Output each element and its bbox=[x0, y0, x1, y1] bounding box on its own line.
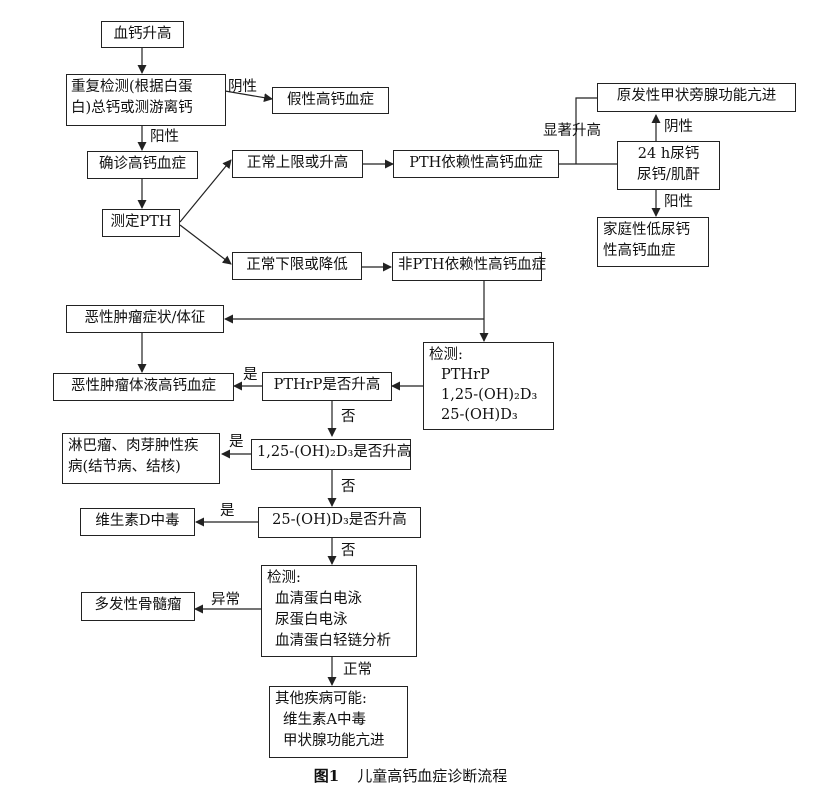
edge-label-yes: 是 bbox=[243, 367, 258, 383]
node-label: 测定PTH bbox=[110, 214, 172, 230]
node-label-line: 病(结节病、结核) bbox=[68, 459, 181, 475]
node-label-line: 血清蛋白电泳 bbox=[275, 591, 362, 607]
node-label: 非PTH依赖性高钙血症 bbox=[398, 257, 547, 273]
node-tests-2: 检测: 血清蛋白电泳 尿蛋白电泳 血清蛋白轻链分析 bbox=[261, 565, 417, 657]
node-label-line: PTHrP bbox=[441, 367, 490, 383]
node-label-line: 重复检测(根据白蛋 bbox=[71, 79, 193, 95]
node-label-line: 1,25-(OH)₂D₃ bbox=[441, 387, 538, 403]
node-pth-dependent: PTH依赖性高钙血症 bbox=[393, 150, 559, 178]
edge-label-abnormal: 异常 bbox=[211, 592, 240, 608]
node-pthrp-elevated: PTHrP是否升高 bbox=[262, 372, 392, 401]
node-label: 维生素D中毒 bbox=[95, 513, 180, 529]
node-label: 正常上限或升高 bbox=[246, 155, 349, 171]
edge-label-negative: 阴性 bbox=[228, 79, 257, 95]
node-primary-hyperparathyroidism: 原发性甲状旁腺功能亢进 bbox=[597, 83, 796, 112]
node-other-diseases: 其他疾病可能: 维生素A中毒 甲状腺功能亢进 bbox=[269, 686, 408, 758]
node-familial-hypocalciuric: 家庭性低尿钙 性高钙血症 bbox=[597, 217, 709, 267]
node-pseudo-hypercalcemia: 假性高钙血症 bbox=[272, 87, 389, 114]
figure-caption: 图1 儿童高钙血症诊断流程 bbox=[0, 765, 821, 786]
node-calcitriol-elevated: 1,25-(OH)₂D₃是否升高 bbox=[251, 439, 411, 470]
edge-label-no: 否 bbox=[341, 409, 356, 425]
node-upper-normal-or-high: 正常上限或升高 bbox=[232, 150, 363, 178]
node-label: 正常下限或降低 bbox=[246, 257, 348, 273]
node-malignancy-signs: 恶性肿瘤症状/体征 bbox=[66, 305, 224, 333]
node-label: 确诊高钙血症 bbox=[99, 156, 186, 172]
node-multiple-myeloma: 多发性骨髓瘤 bbox=[81, 592, 195, 621]
node-label: 恶性肿瘤体液高钙血症 bbox=[71, 378, 216, 394]
node-label-line: 尿蛋白电泳 bbox=[275, 612, 348, 628]
node-elevated-calcium: 血钙升高 bbox=[101, 21, 184, 48]
node-lymphoma-granuloma: 淋巴瘤、肉芽肿性疾 病(结节病、结核) bbox=[62, 433, 220, 484]
node-label: 25-(OH)D₃是否升高 bbox=[272, 512, 407, 528]
node-label-line: 维生素A中毒 bbox=[283, 712, 366, 728]
node-vitd-toxicity: 维生素D中毒 bbox=[80, 508, 195, 536]
edge-label-yes: 是 bbox=[220, 503, 235, 519]
edge-label-positive: 阳性 bbox=[150, 129, 179, 145]
node-label: 原发性甲状旁腺功能亢进 bbox=[616, 88, 777, 104]
node-calcidiol-elevated: 25-(OH)D₃是否升高 bbox=[258, 507, 421, 538]
node-label: 恶性肿瘤症状/体征 bbox=[84, 310, 206, 326]
node-label: 血钙升高 bbox=[113, 26, 172, 42]
edge-label-significantly-high: 显著升高 bbox=[543, 123, 601, 139]
node-label-line: 性高钙血症 bbox=[603, 243, 676, 259]
node-label-line: 家庭性低尿钙 bbox=[603, 222, 690, 238]
node-label-line: 25-(OH)D₃ bbox=[441, 407, 518, 423]
node-label-line: 淋巴瘤、肉芽肿性疾 bbox=[68, 438, 199, 454]
edge-label-no: 否 bbox=[341, 479, 356, 495]
node-label-line: 尿钙/肌酐 bbox=[637, 167, 700, 183]
node-label-line: 甲状腺功能亢进 bbox=[283, 733, 385, 749]
node-label: 1,25-(OH)₂D₃是否升高 bbox=[257, 444, 412, 460]
node-non-pth-dependent: 非PTH依赖性高钙血症 bbox=[392, 252, 546, 281]
node-tests-1: 检测: PTHrP 1,25-(OH)₂D₃ 25-(OH)D₃ bbox=[423, 342, 554, 430]
node-humoral-malignancy: 恶性肿瘤体液高钙血症 bbox=[53, 373, 234, 401]
edge-label-no: 否 bbox=[341, 543, 356, 559]
figure-title: 儿童高钙血症诊断流程 bbox=[357, 767, 508, 785]
edge-pth-to-lower bbox=[179, 224, 232, 265]
node-label-line: 其他疾病可能: bbox=[275, 691, 367, 707]
node-confirmed: 确诊高钙血症 bbox=[87, 151, 198, 179]
edge-pth-to-upper bbox=[179, 159, 232, 223]
node-label: PTH依赖性高钙血症 bbox=[409, 155, 543, 171]
node-label-line: 检测: bbox=[267, 570, 301, 586]
node-label-line: 24 h尿钙 bbox=[637, 146, 700, 162]
node-measure-pth: 测定PTH bbox=[102, 209, 180, 237]
node-label-line: 白)总钙或测游离钙 bbox=[71, 100, 193, 116]
edge-recheck-to-pseudo bbox=[224, 90, 273, 103]
node-label-line: 血清蛋白轻链分析 bbox=[275, 633, 391, 649]
node-lower-normal-or-low: 正常下限或降低 bbox=[232, 252, 362, 280]
edge-label-positive: 阳性 bbox=[664, 194, 693, 210]
edge-label-yes: 是 bbox=[229, 434, 244, 450]
node-recheck: 重复检测(根据白蛋 白)总钙或测游离钙 bbox=[66, 74, 226, 126]
node-urine-calcium: 24 h尿钙 尿钙/肌酐 bbox=[617, 141, 720, 190]
node-label: 假性高钙血症 bbox=[287, 92, 374, 108]
edge-label-normal: 正常 bbox=[343, 662, 372, 678]
node-label-line: 检测: bbox=[429, 347, 463, 363]
edge-significant-to-primary bbox=[575, 97, 597, 164]
edge-label-negative: 阴性 bbox=[664, 119, 693, 135]
node-label: PTHrP是否升高 bbox=[273, 377, 381, 393]
figure-number: 图1 bbox=[313, 767, 340, 785]
node-label: 多发性骨髓瘤 bbox=[94, 597, 182, 613]
